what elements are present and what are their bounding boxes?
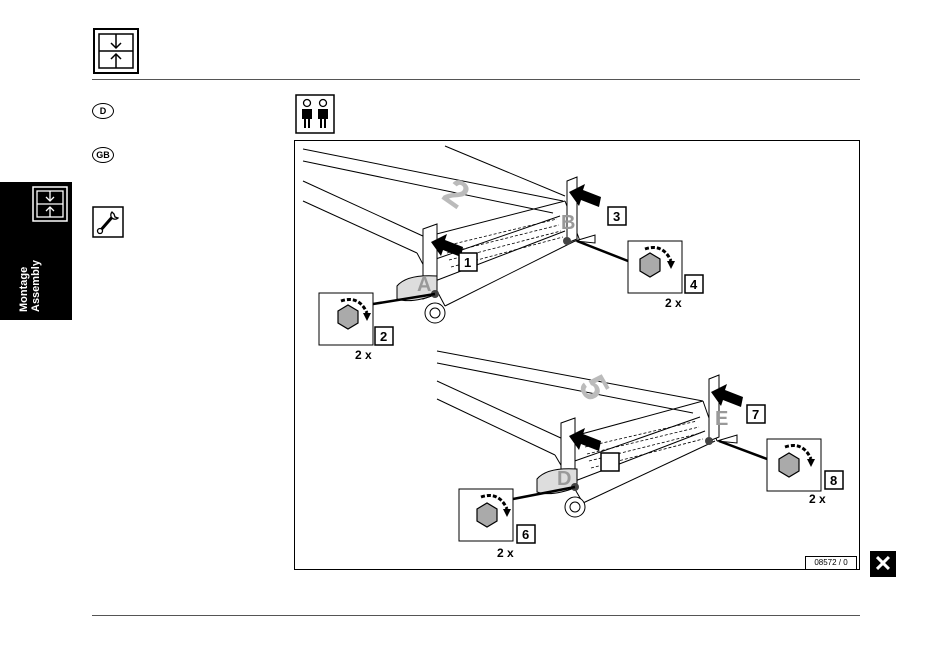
language-badge-d[interactable]: D	[92, 103, 114, 119]
side-tab-assembly-icon	[32, 186, 68, 227]
quantity-6: 2 x	[497, 546, 514, 560]
quantity-8: 2 x	[809, 492, 826, 506]
side-tab-label-line1: Montage	[18, 260, 30, 312]
quantity-2: 2 x	[355, 348, 372, 362]
upper-frame	[303, 146, 580, 306]
step-1: 1	[464, 255, 471, 270]
upper-big-number: 2	[435, 171, 476, 218]
point-label-b: B	[561, 212, 575, 234]
step-6: 6	[522, 527, 529, 542]
language-badge-gb[interactable]: GB	[92, 147, 114, 163]
header-assembly-icon	[93, 28, 139, 79]
header-divider	[92, 79, 860, 80]
step-2: 2	[380, 329, 387, 344]
step-3: 3	[613, 209, 620, 224]
point-label-a: A	[417, 274, 431, 296]
step-4: 4	[690, 277, 698, 292]
footer-divider	[92, 615, 860, 616]
point-label-d: D	[557, 468, 571, 490]
step-7: 7	[752, 407, 759, 422]
figure-code: 08572 / 0	[805, 556, 857, 570]
lower-big-number: 5	[570, 368, 617, 407]
wrench-icon	[92, 206, 124, 243]
close-icon[interactable]: ✕	[870, 551, 896, 577]
side-tab-label: Montage Assembly	[18, 260, 42, 312]
side-tab-label-line2: Assembly	[30, 260, 42, 312]
step-8: 8	[830, 473, 837, 488]
assembly-figure: 2 A 1 B 3 2 2 x 4	[294, 140, 860, 570]
quantity-4: 2 x	[665, 296, 682, 310]
two-persons-icon	[295, 94, 335, 139]
assembly-illustration: 2 A 1 B 3 2 2 x 4	[295, 141, 859, 569]
point-label-e: E	[715, 408, 728, 430]
